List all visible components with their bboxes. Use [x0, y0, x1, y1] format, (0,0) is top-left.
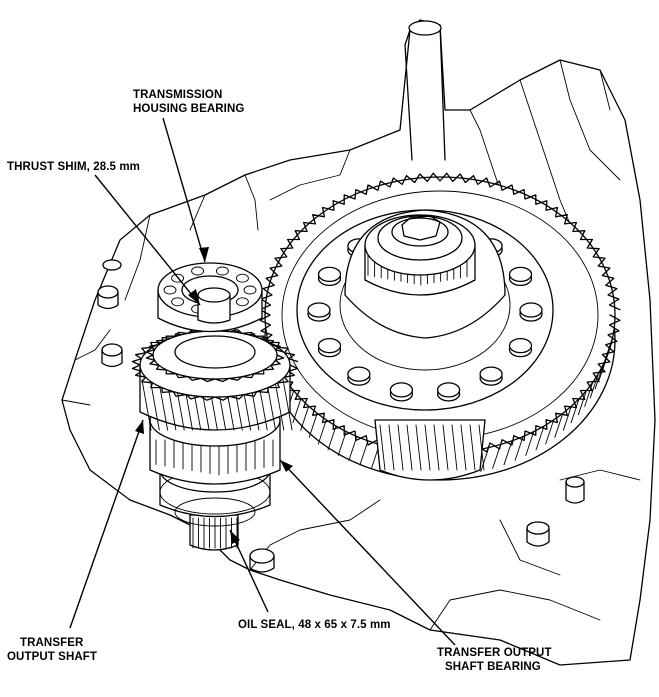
leader-transfer-output-shaft-bearing: [279, 459, 456, 646]
callout-transfer-output-shaft-bearing: TRANSFER OUTPUT SHAFT BEARING: [437, 647, 552, 673]
label-transfer-output: TRANSFER OUTPUT: [437, 647, 552, 659]
callout-transfer-output-shaft: TRANSFER OUTPUT SHAFT: [7, 637, 97, 663]
leader-transfer-output-shaft: [69, 419, 144, 629]
leader-housing-bearing: [162, 117, 206, 263]
ring-gear-icon: [259, 172, 621, 481]
label-housing-bearing: HOUSING BEARING: [133, 103, 244, 115]
callout-transmission-housing-bearing: TRANSMISSION HOUSING BEARING: [133, 89, 244, 115]
differential-bearing-icon: [364, 214, 476, 296]
leader-thrust-shim: [94, 174, 201, 306]
oil-seal-icon: [174, 497, 256, 527]
label-thrust-shim: THRUST SHIM, 28.5 mm: [7, 161, 140, 173]
transfer-output-shaft-icon: [131, 299, 299, 551]
label-oil-seal: OIL SEAL, 48 x 65 x 7.5 mm: [238, 619, 391, 631]
label-transfer: TRANSFER: [20, 637, 84, 649]
label-transmission: TRANSMISSION: [133, 89, 222, 101]
label-output-shaft: OUTPUT SHAFT: [7, 651, 97, 663]
label-shaft-bearing: SHAFT BEARING: [445, 661, 541, 673]
bearing-icon: [157, 262, 263, 333]
leader-oil-seal: [229, 529, 269, 613]
leader-lines: [69, 117, 456, 646]
